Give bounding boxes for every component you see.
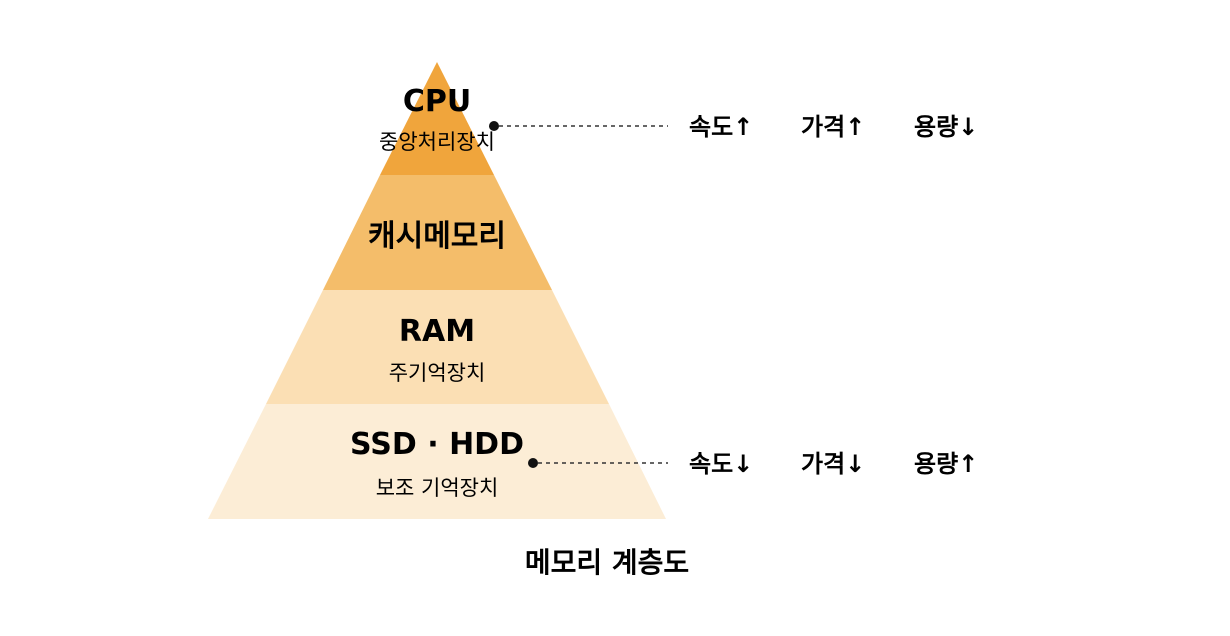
level-subtitle-cpu: 중앙처리장치 [379,130,495,154]
level-subtitle-storage: 보조 기억장치 [376,476,499,500]
bottom-note-price: 가격↓ [801,450,865,478]
level-subtitle-ram: 주기억장치 [389,361,486,385]
pyramid-layer-cache [323,175,552,290]
top-connector-dot [489,121,499,131]
top-note-price: 가격↑ [801,113,865,141]
pyramid-layer-storage [208,404,666,519]
level-title-cpu: CPU [403,84,471,119]
top-note-capacity: 용량↓ [914,113,978,141]
top-note-speed: 속도↑ [689,113,753,141]
pyramid-layer-ram [266,290,609,404]
level-title-cache: 캐시메모리 [368,219,506,254]
level-title-ram: RAM [399,314,475,349]
bottom-note-speed: 속도↓ [689,450,753,478]
pyramid-layer-cpu [380,62,494,175]
bottom-connector-dot [528,458,538,468]
bottom-note-capacity: 용량↑ [914,450,978,478]
level-title-storage: SSD · HDD [350,427,524,462]
diagram-caption: 메모리 계층도 [525,546,689,579]
